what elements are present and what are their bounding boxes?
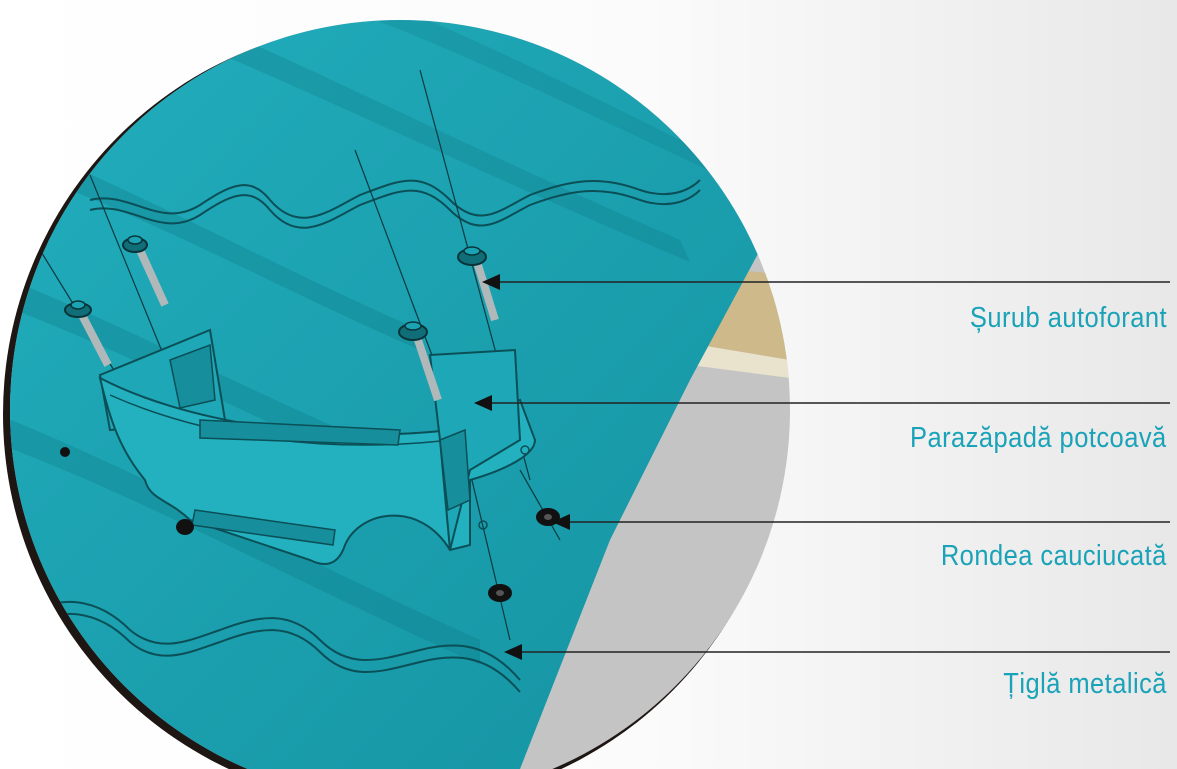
label-self-tapping-screw: Șurub autoforant bbox=[970, 302, 1167, 335]
label-metal-tile: Țiglă metalică bbox=[1003, 668, 1167, 701]
washer-icon bbox=[60, 447, 70, 457]
label-snow-guard: Parazăpadă potcoavă bbox=[910, 422, 1167, 455]
washer-icon bbox=[176, 519, 194, 535]
label-rubber-washer: Rondea cauciucată bbox=[941, 540, 1167, 573]
washer-icon bbox=[488, 584, 512, 602]
